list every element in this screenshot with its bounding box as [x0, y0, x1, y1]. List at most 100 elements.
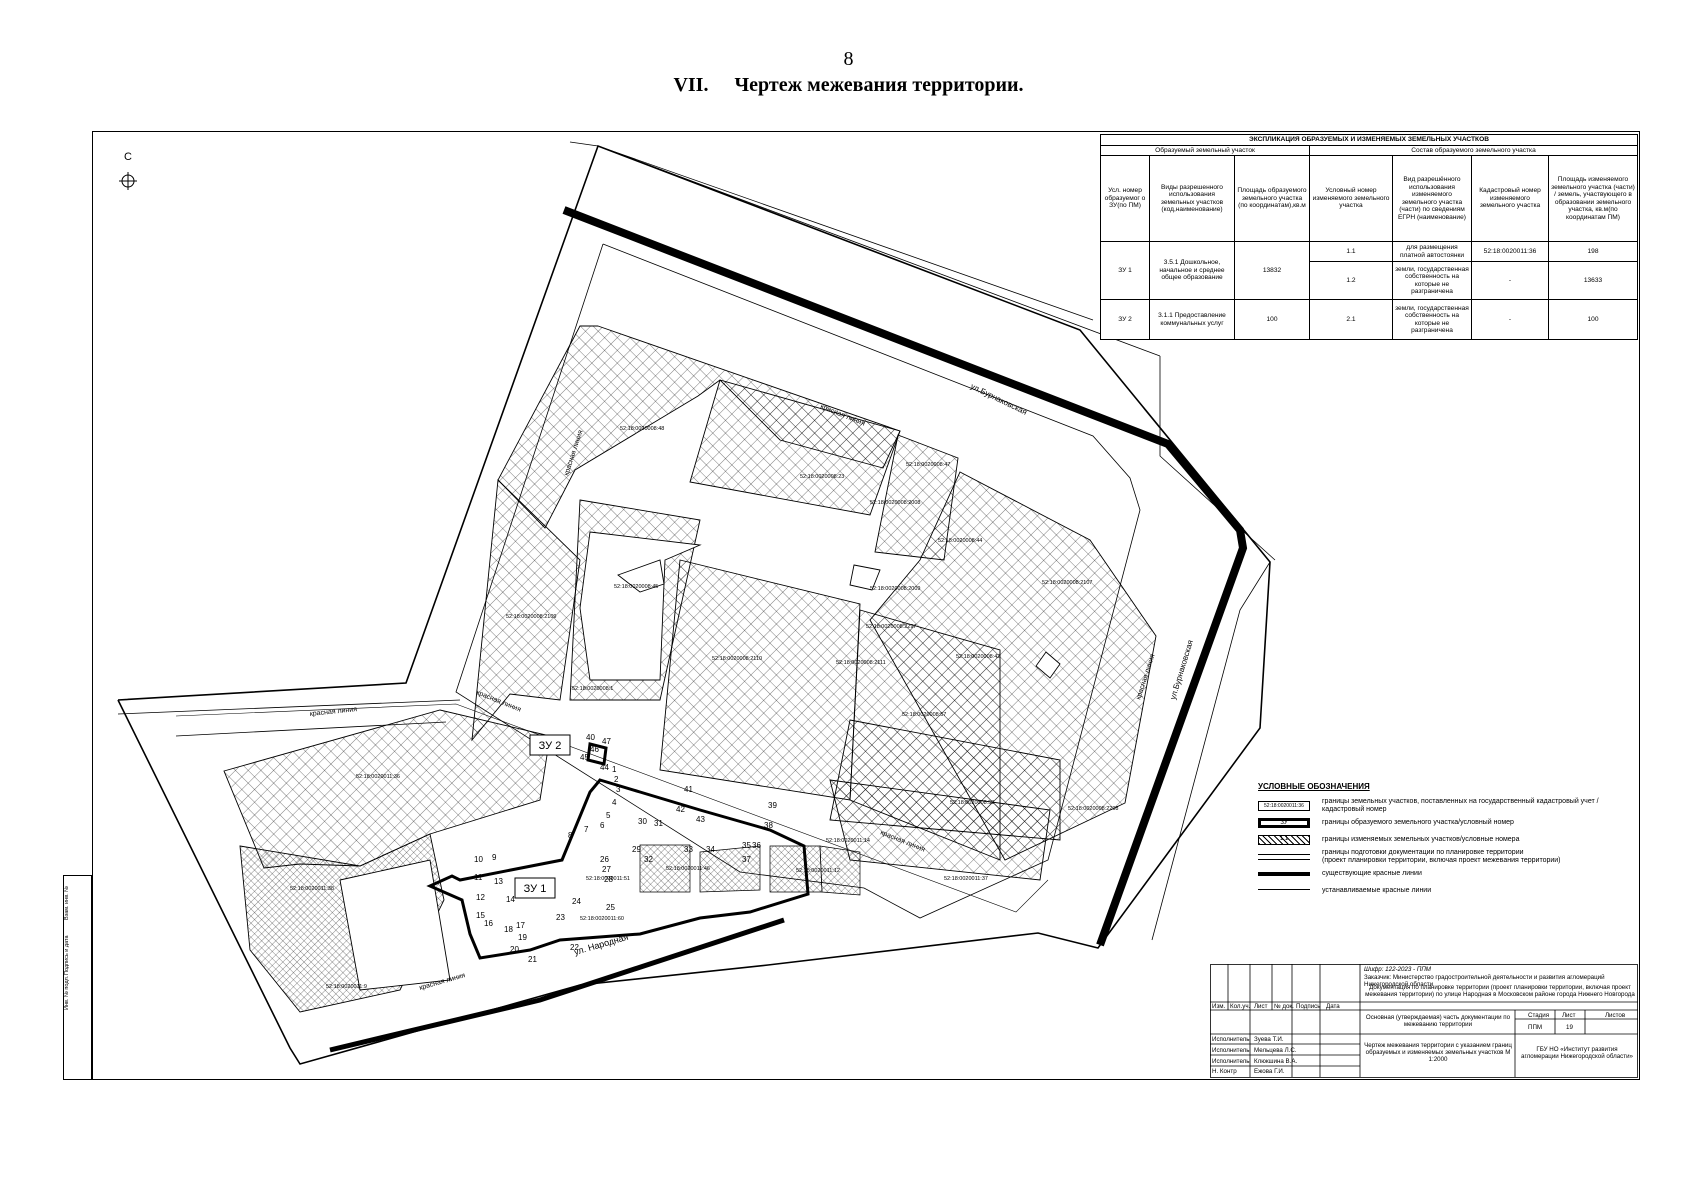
- stamp-header: № док.: [1274, 1003, 1294, 1010]
- svg-text:38: 38: [764, 821, 773, 830]
- svg-text:27: 27: [602, 865, 611, 874]
- svg-text:52:18:0020011:60: 52:18:0020011:60: [580, 916, 624, 922]
- stamp-header: Листов: [1605, 1012, 1626, 1019]
- svg-text:52:18:0020008:2298: 52:18:0020008:2298: [1068, 806, 1118, 812]
- svg-text:43: 43: [696, 815, 705, 824]
- svg-text:52:18:0020011:12: 52:18:0020011:12: [796, 868, 840, 874]
- stamp-stage: ППМ: [1528, 1024, 1543, 1031]
- zu2-label: ЗУ 2: [529, 734, 571, 756]
- table-cell: ЗУ 2: [1100, 299, 1150, 341]
- page-number: 8: [843, 48, 854, 70]
- table-cell: 2.1: [1309, 299, 1393, 341]
- site-plan-map: С: [117, 141, 1276, 1065]
- col-header: Условный номер изменяемого земельного уч…: [1309, 155, 1393, 243]
- stamp-header: Изм.: [1212, 1003, 1226, 1010]
- svg-text:52:18:0020008:53: 52:18:0020008:53: [950, 800, 994, 806]
- map-legend: УСЛОВНЫЕ ОБОЗНАЧЕНИЯ 52:18:0020011:36 гр…: [1258, 782, 1630, 899]
- legend-swatch-cadastral: 52:18:0020011:36: [1258, 800, 1310, 811]
- zu1-label: ЗУ 1: [514, 877, 556, 899]
- legend-item: 52:18:0020011:36 границы земельных участ…: [1258, 797, 1630, 814]
- stamp-code: Шифр: 122-2023 - ППМ: [1364, 966, 1431, 973]
- drawing-frame: [92, 131, 1640, 1080]
- svg-text:39: 39: [768, 801, 777, 810]
- stamp-part: Основная (утверждаемая) часть документац…: [1365, 1014, 1511, 1028]
- svg-text:19: 19: [518, 933, 527, 942]
- legend-item: границы подготовки документации по плани…: [1258, 848, 1630, 865]
- svg-text:45: 45: [580, 753, 589, 762]
- title-block: Шифр: 122-2023 - ППМ Заказчик: Министерс…: [1210, 964, 1638, 1078]
- boundary-points: 1 2 3 4 5 6 7 8 9 10 11 12 13 14 15 16 1…: [474, 733, 777, 964]
- svg-text:52:18:0020008:57: 52:18:0020008:57: [902, 712, 946, 718]
- svg-text:ЗУ 2: ЗУ 2: [539, 740, 562, 752]
- red-line-label-3: красная линия: [309, 706, 357, 718]
- stamp-role: Исполнитель: [1212, 1036, 1250, 1043]
- col-header: Площадь образуемого земельного участка (…: [1234, 155, 1310, 243]
- existing-red-lines: [329, 206, 1248, 1053]
- svg-text:8: 8: [568, 831, 573, 840]
- svg-text:14: 14: [506, 895, 515, 904]
- legend-swatch-new-red: [1258, 888, 1310, 893]
- legend-item: устанавливаемые красные линии: [1258, 882, 1630, 899]
- stamp-drawing: Чертеж межевания территории с указанием …: [1364, 1042, 1512, 1063]
- svg-text:52:18:0020008:42: 52:18:0020008:42: [956, 654, 1000, 660]
- svg-text:26: 26: [600, 855, 609, 864]
- parcels-north: [471, 325, 1157, 881]
- stamp-header: Дата: [1326, 1003, 1340, 1010]
- table-cell: -: [1471, 299, 1549, 341]
- legend-title: УСЛОВНЫЕ ОБОЗНАЧЕНИЯ: [1258, 782, 1370, 791]
- stamp-name: Мельцева Л.С.: [1254, 1047, 1297, 1054]
- legend-swatch-existing-red: [1258, 871, 1310, 876]
- svg-text:6: 6: [600, 821, 605, 830]
- street-curb: [175, 703, 1049, 913]
- legend-text: границы подготовки документации по плани…: [1322, 848, 1561, 864]
- svg-text:52:18:0020011:9: 52:18:0020011:9: [326, 984, 367, 990]
- svg-text:52:18:0020008:2008: 52:18:0020008:2008: [870, 500, 920, 506]
- binding-strip: [63, 875, 92, 1080]
- stamp-customer: Заказчик: Министерство градостроительной…: [1364, 974, 1605, 988]
- legend-text: устанавливаемые красные линии: [1322, 886, 1432, 894]
- parcels-zu1-area: [639, 844, 861, 896]
- table-cell: 100: [1548, 299, 1638, 341]
- legend-text: границы образуемого земельного участка/у…: [1322, 818, 1514, 826]
- cadastral-labels: 52:18:0020008:48 52:18:0020008:23 52:18:…: [290, 426, 1118, 990]
- svg-text:ЗУ 1: ЗУ 1: [524, 883, 547, 895]
- table-group2: Состав образуемого земельного участка: [1309, 144, 1638, 157]
- svg-text:4: 4: [612, 798, 617, 807]
- table-title: ЭКСПЛИКАЦИЯ ОБРАЗУЕМЫХ И ИЗМЕНЯЕМЫХ ЗЕМЕ…: [1100, 134, 1638, 146]
- svg-text:1: 1: [612, 765, 617, 774]
- section-number: VII.: [673, 74, 709, 96]
- zu1-boundary: [426, 778, 810, 960]
- svg-text:13: 13: [494, 877, 503, 886]
- zu2-boundary: [586, 742, 608, 766]
- svg-text:12: 12: [476, 893, 485, 902]
- side-label-vzam: Взам. инв. №: [64, 885, 70, 920]
- svg-text:31: 31: [654, 819, 663, 828]
- svg-text:3: 3: [616, 785, 621, 794]
- north-arrow-icon: С: [119, 151, 137, 190]
- svg-text:21: 21: [528, 955, 537, 964]
- svg-text:30: 30: [638, 817, 647, 826]
- stamp-header: Лист: [1562, 1012, 1576, 1019]
- table-cell: 3.5.1 Дошкольное, начальное и среднее об…: [1149, 241, 1235, 301]
- stamp-name: Клюкшина В.А.: [1254, 1058, 1298, 1065]
- svg-text:40: 40: [586, 733, 595, 742]
- svg-text:52:18:0020011:37: 52:18:0020011:37: [944, 876, 988, 882]
- svg-text:25: 25: [606, 903, 615, 912]
- legend-item: 1.1 границы изменяемых земельных участко…: [1258, 831, 1630, 848]
- svg-text:9: 9: [492, 853, 497, 862]
- side-label-inv: Инв. № подл.: [64, 975, 70, 1010]
- svg-text:5: 5: [606, 811, 611, 820]
- legend-swatch-boundary: [1258, 853, 1310, 860]
- table-group1: Образуемый земельный участок: [1100, 144, 1310, 157]
- svg-text:20: 20: [510, 945, 519, 954]
- stamp-role: Исполнитель: [1212, 1047, 1250, 1054]
- svg-text:44: 44: [600, 763, 609, 772]
- svg-text:46: 46: [590, 745, 599, 754]
- table-cell: земли, государственная собственность на …: [1392, 261, 1472, 301]
- svg-text:34: 34: [706, 845, 715, 854]
- stamp-project: Документация по планировке территории (п…: [1365, 984, 1635, 998]
- svg-text:52:18:0020008:2111: 52:18:0020008:2111: [836, 660, 886, 666]
- col-header: Вид разрешённого использования изменяемо…: [1392, 155, 1472, 243]
- svg-text:52:18:0020011:38: 52:18:0020011:38: [290, 886, 334, 892]
- stamp-header: Подпись: [1296, 1003, 1321, 1010]
